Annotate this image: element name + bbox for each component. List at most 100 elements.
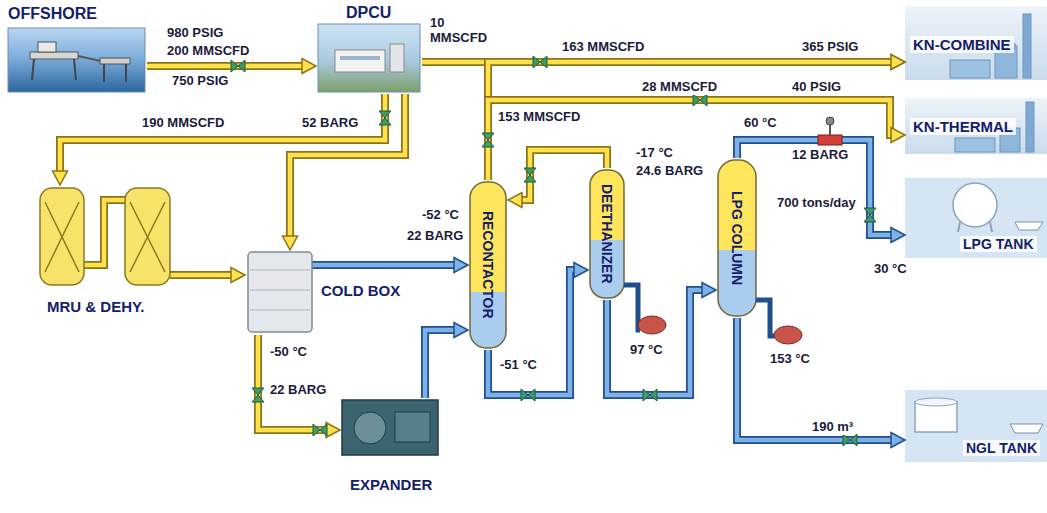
arrow-head: [283, 236, 298, 250]
valve-symbol: [533, 56, 547, 68]
plant-stack: [1023, 14, 1031, 78]
reboiler: [638, 316, 666, 334]
flow-rate: 28 MMSCFD: [640, 80, 719, 95]
arrow-head: [454, 323, 468, 338]
platform-module: [38, 42, 56, 52]
pipe: [147, 64, 307, 69]
gas-pipe: [508, 150, 607, 208]
pipe: [488, 62, 896, 180]
liquid-pipe: [425, 323, 468, 399]
expander-casing: [354, 412, 386, 444]
dryer-vessel: [125, 188, 170, 285]
valve-symbol: [482, 133, 494, 147]
vessel-gas-zone: [718, 160, 756, 316]
gas-pipe: [53, 94, 386, 185]
unit-label: MRU & DEHY.: [47, 298, 145, 315]
arrow-head: [508, 193, 522, 208]
tank-leg: [958, 222, 960, 232]
process-condition: -52 °C: [420, 208, 461, 223]
liquid-pipe: [607, 283, 716, 396]
valve-symbol: [643, 389, 657, 401]
flow-rate: 200 MMSCFD: [165, 44, 251, 59]
flow-rate: 190 m³: [810, 420, 855, 435]
flow-rate: 163 MMSCFD: [560, 40, 646, 55]
flow-rate: 700 tons/day: [775, 196, 858, 211]
platform-leg: [32, 59, 34, 80]
lpg-column: LPG COLUMN: [716, 158, 758, 318]
pipe-outline: [147, 62, 307, 70]
valve-symbol: [843, 434, 857, 446]
pipe: [737, 318, 896, 440]
gas-pipe: [283, 94, 406, 250]
valve-symbol: [521, 389, 535, 401]
reboiler-pipe: [624, 285, 640, 330]
platform-leg: [103, 64, 105, 82]
liquid-pipe: [488, 263, 588, 396]
cold-box-seam: [250, 290, 310, 291]
control-valve-actuator: [826, 117, 834, 125]
pipe: [60, 94, 385, 176]
arrow-head: [302, 59, 316, 74]
control-valve: [818, 135, 842, 145]
cold-box-seam: [250, 310, 310, 311]
pipe-outline: [737, 140, 896, 235]
pipe-outline: [290, 94, 405, 241]
platform-leg: [74, 59, 76, 80]
power-plant-picture: [905, 98, 1047, 154]
plant-building: [950, 60, 990, 78]
arrow-head: [231, 268, 245, 283]
packing-mark: [45, 202, 79, 272]
unit-label: DPCU: [346, 4, 391, 22]
arrow-head: [891, 55, 905, 70]
packing-mark: [130, 202, 165, 272]
plant-building: [335, 50, 385, 72]
unit-label: OFFSHORE: [8, 5, 97, 23]
arrow-head: [326, 423, 340, 438]
process-condition: -50 °C: [268, 345, 309, 360]
gas-pipe: [488, 100, 905, 180]
liquid-pipe: [737, 140, 905, 243]
lpg-tank: LPG TANK: [905, 178, 1047, 258]
adsorber-vessel: [40, 188, 84, 285]
valve-symbol: [252, 388, 264, 402]
vessel-outline: [718, 160, 756, 316]
vessel-gas-zone: [590, 170, 624, 298]
arrow-head: [53, 171, 68, 185]
unit-label: RECONTACTOR: [480, 211, 496, 319]
pipe: [517, 150, 607, 200]
platform-deck: [30, 52, 78, 59]
reboiler: [774, 326, 802, 344]
process-condition: 52 BARG: [300, 116, 360, 131]
platform-leg: [125, 64, 127, 82]
tank-roof: [915, 398, 957, 406]
valve-symbol: [313, 424, 327, 436]
valve-symbol: [693, 94, 707, 106]
pipe-outline: [170, 271, 201, 279]
liquid-pipe: [737, 318, 905, 448]
process-condition: 980 PSIG: [165, 26, 225, 41]
tank-leg: [990, 222, 992, 232]
vessel-outline: [590, 170, 624, 298]
unit-label: LPG TANK: [960, 236, 1037, 252]
valve-symbol: [864, 208, 876, 222]
process-condition: 24.6 BARG: [634, 164, 705, 179]
deethanizer-column: DEETHANIZER: [588, 168, 626, 300]
process-condition: 365 PSIG: [800, 40, 860, 55]
vessel-gas-zone: [470, 182, 506, 348]
expander-picture: [342, 400, 438, 455]
dpcu-photo: [318, 24, 420, 92]
power-plant-picture: [905, 6, 1047, 80]
lpg-tank-picture: [905, 178, 1047, 258]
ship: [1010, 424, 1043, 433]
arrow-head: [454, 258, 468, 273]
unit-label: EXPANDER: [350, 476, 432, 493]
arrow-head: [891, 433, 905, 448]
process-condition: 12 BARG: [790, 148, 850, 163]
valve-symbol: [379, 111, 391, 125]
pipe: [258, 335, 331, 430]
plant-building: [955, 138, 995, 152]
process-condition: 10 MMSCFD: [428, 16, 494, 46]
gas-pipe: [488, 55, 905, 181]
